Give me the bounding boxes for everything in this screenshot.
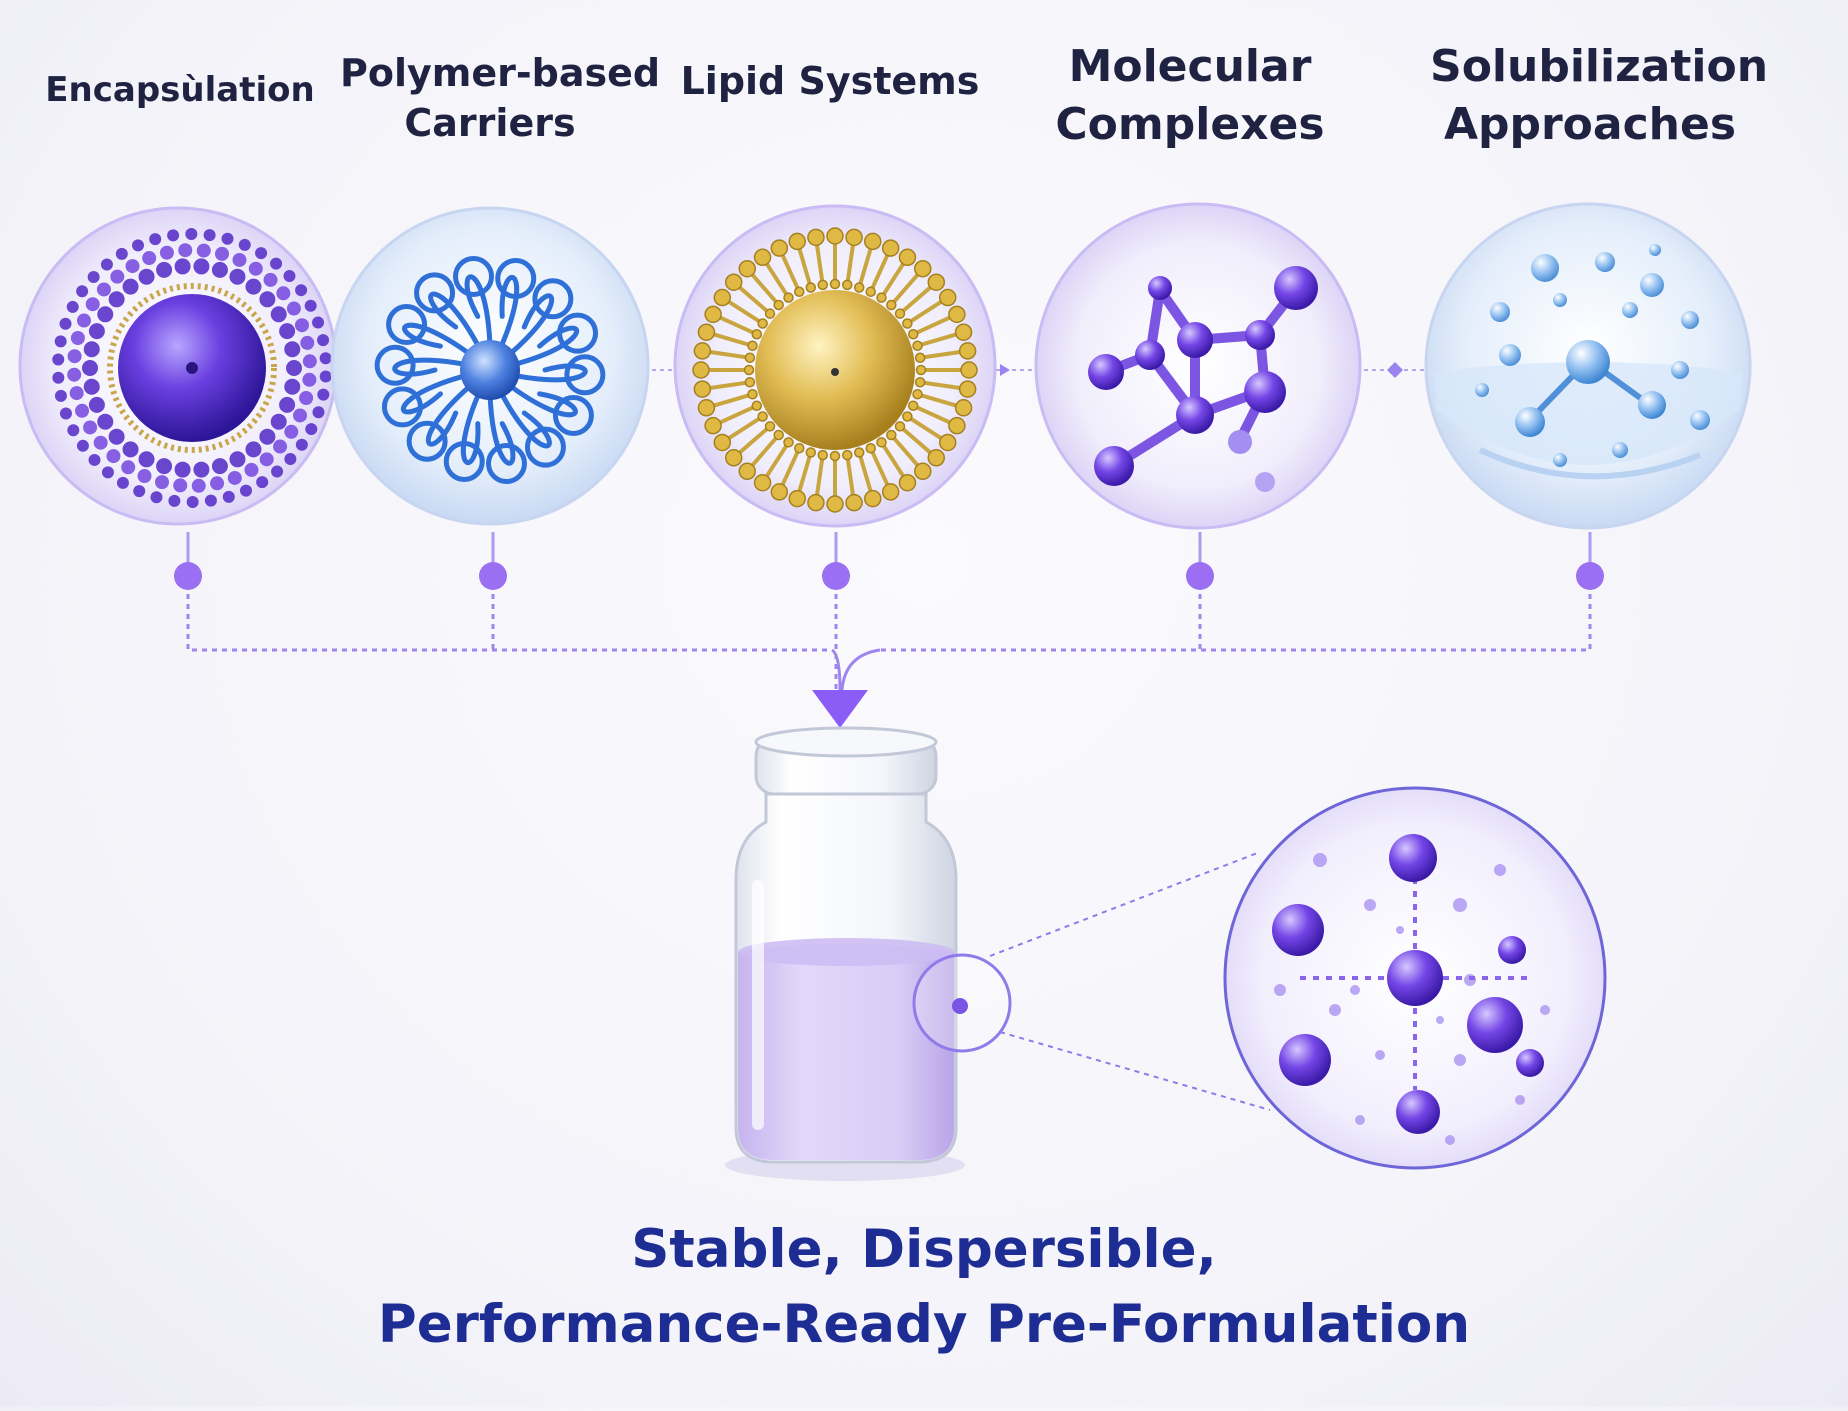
molecule-complex-icon (1034, 202, 1362, 530)
label-solubilization-approaches: Solubilization Approaches (1430, 38, 1769, 154)
label-line: Polymer-based (340, 51, 661, 95)
label-polymer-based-carriers: Polymer-based Carriers (340, 48, 661, 148)
caption-line-2: Performance-Ready Pre-Formulation (377, 1294, 1471, 1356)
label-lipid-systems: Lipid Systems (680, 56, 980, 106)
result-caption: Stable, Dispersible, Performance-Ready P… (224, 1212, 1624, 1363)
link-arrow-mark (1000, 364, 1010, 376)
label-line: Lipid Systems (680, 59, 980, 103)
dispersion-zoom-icon (912, 786, 1607, 1170)
label-line: Solubilization (1430, 41, 1769, 92)
label-line: Carriers (404, 101, 576, 146)
connector-dots (174, 532, 1604, 590)
label-line: Molecular (1068, 41, 1312, 92)
converge-arrow (812, 648, 881, 728)
label-molecular-complexes: Molecular Complexes (1030, 38, 1350, 154)
label-line: Approaches (1443, 99, 1737, 151)
label-line: Encapsùlation (45, 70, 315, 110)
liposome-icon (673, 204, 997, 528)
solubilization-droplets-icon (1424, 202, 1752, 530)
caption-line-1: Stable, Dispersible, (631, 1219, 1217, 1280)
polymer-micelle-icon (330, 206, 650, 526)
link-diamond (1387, 362, 1403, 378)
flow-connectors (186, 544, 1592, 700)
vial-icon (725, 726, 965, 1181)
encapsulation-particle-icon (18, 206, 338, 526)
label-line: Complexes (1055, 99, 1325, 151)
label-encapsulation: Encapsùlation (30, 68, 330, 113)
